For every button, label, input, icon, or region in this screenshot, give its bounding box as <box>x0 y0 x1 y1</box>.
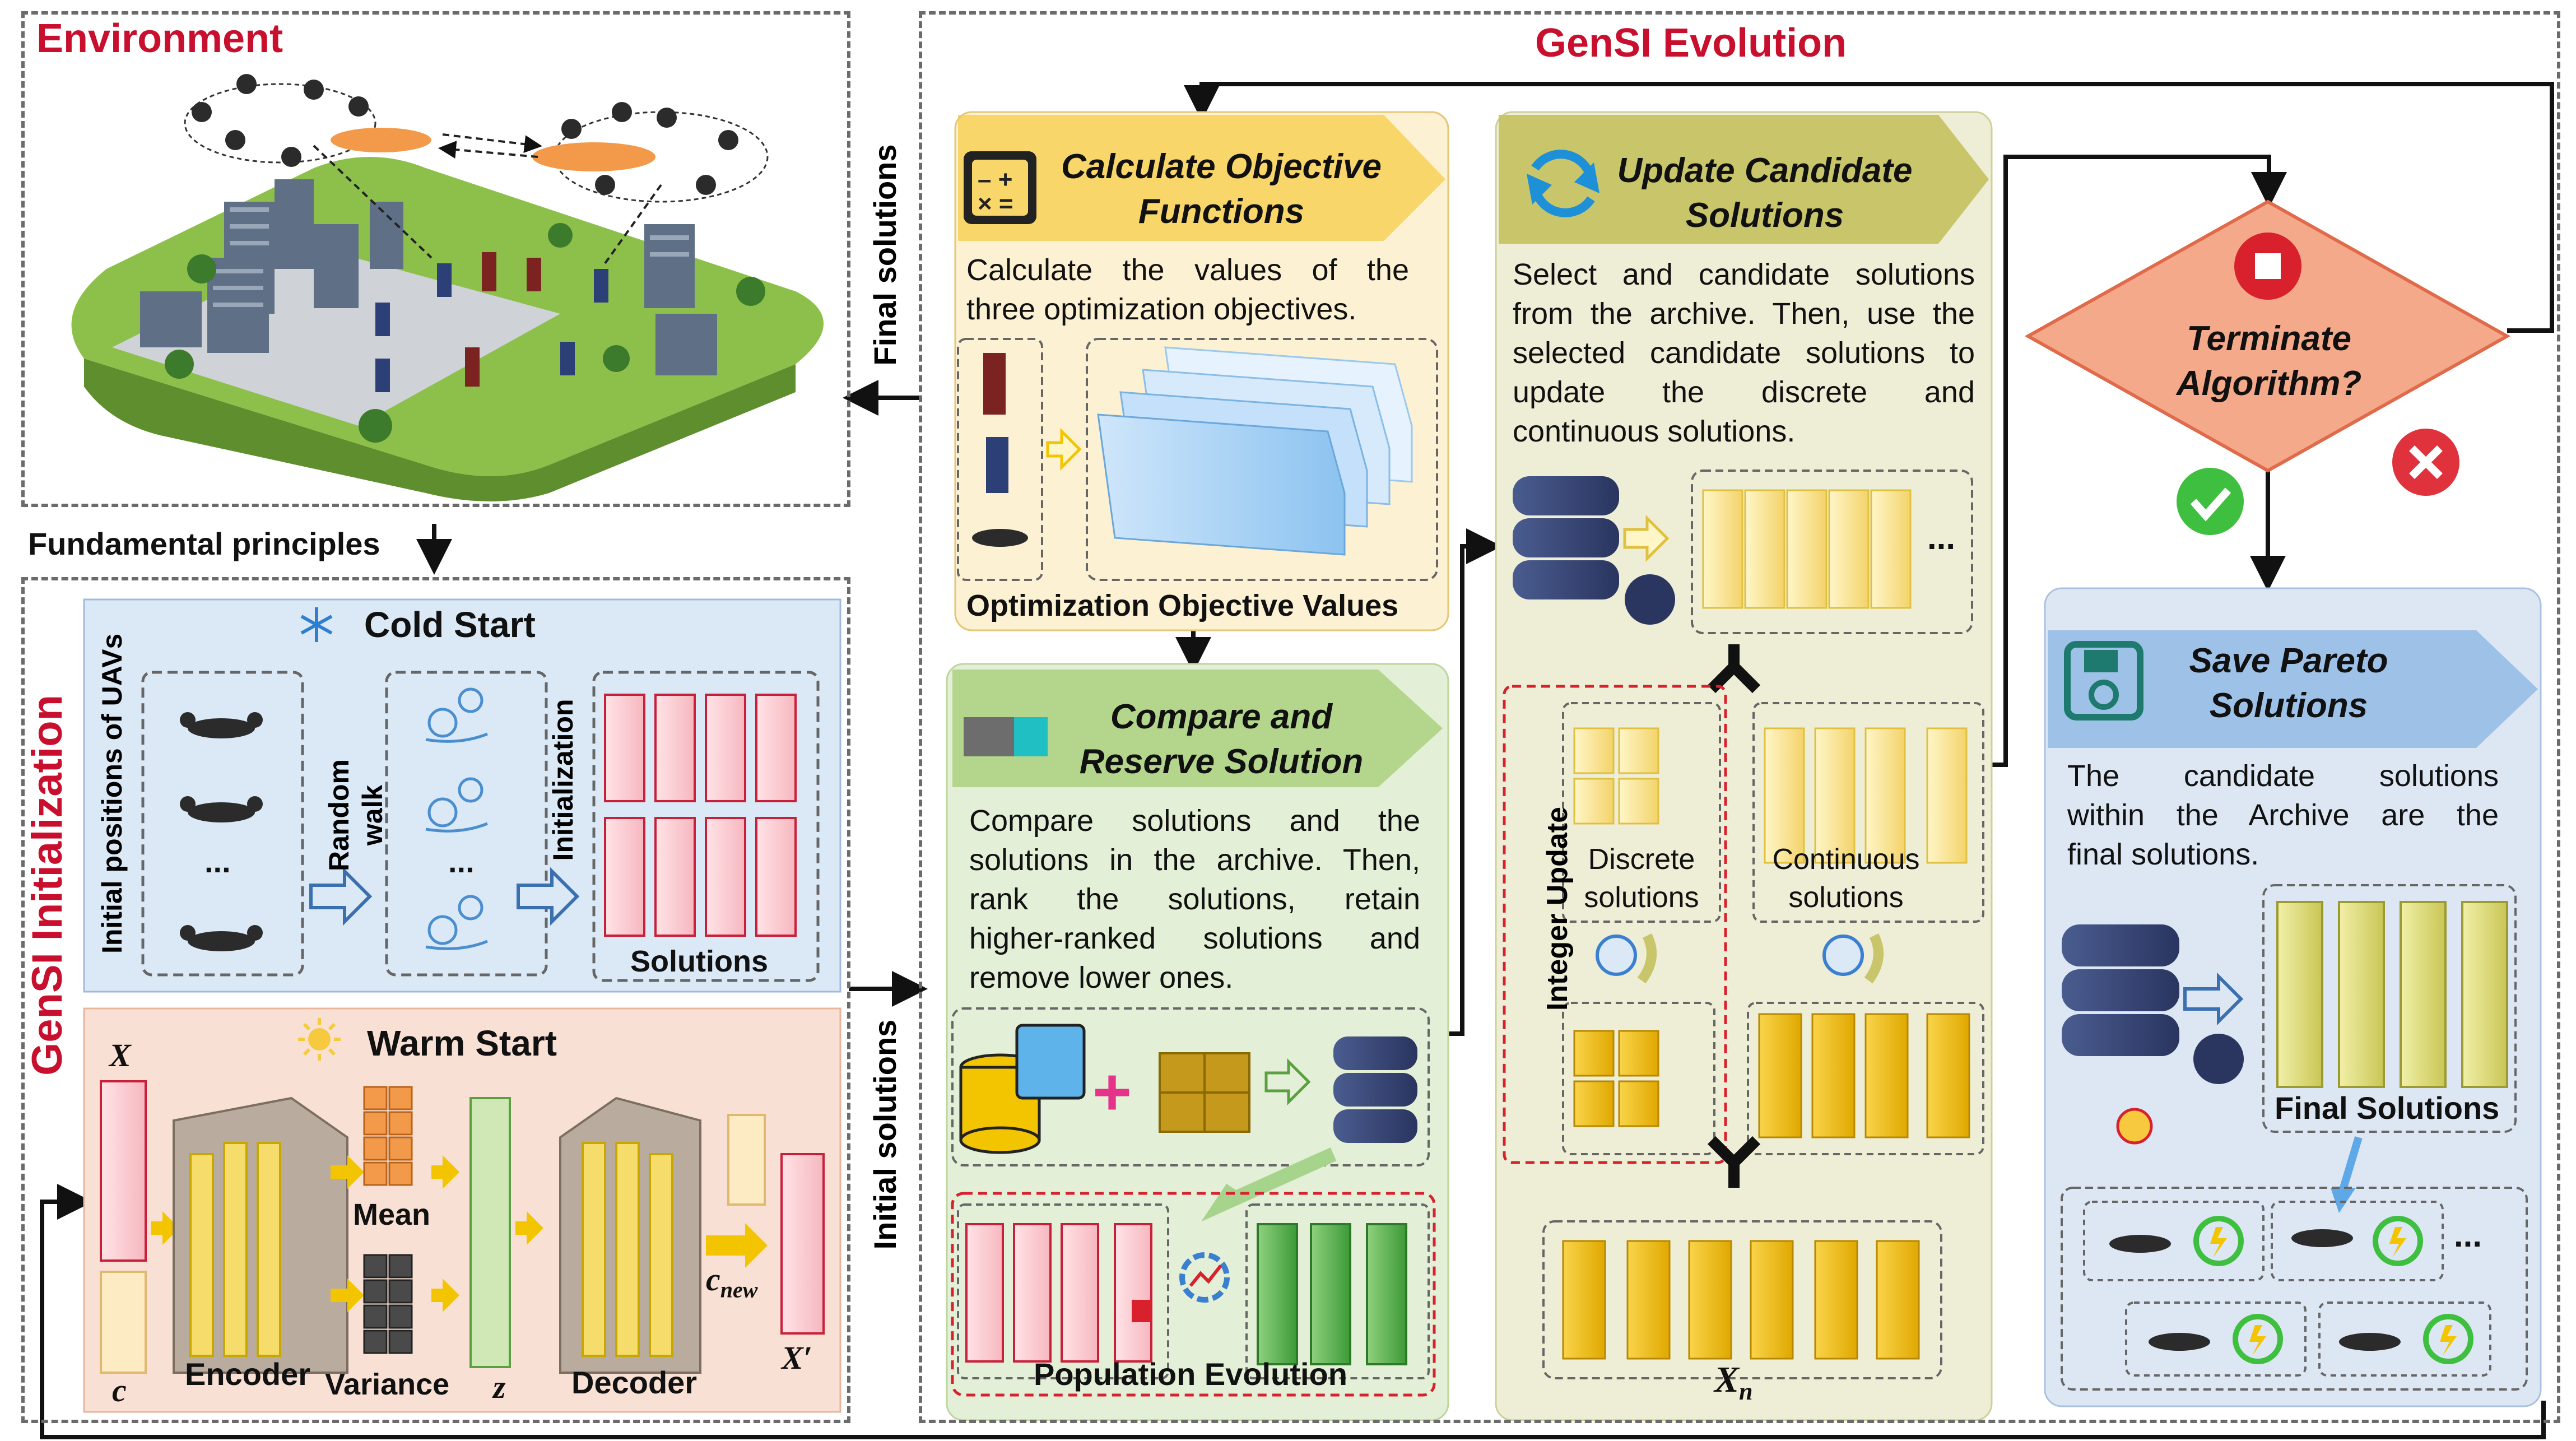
server-icon-compare <box>1333 1036 1417 1143</box>
svg-text:– +: – + <box>978 166 1012 193</box>
z-label: z <box>493 1369 506 1405</box>
cold-pin-ellipsis: ... <box>448 844 475 879</box>
environment-title: Environment <box>36 16 283 61</box>
c-label: c <box>112 1372 127 1409</box>
calculator-icon: – + × = <box>964 151 1036 224</box>
encoder-label: Encoder <box>185 1356 311 1392</box>
variance-label: Variance <box>325 1368 450 1401</box>
x-prime-label: X′ <box>782 1340 812 1376</box>
save-description: The candidate solutions within the Archi… <box>2067 759 2499 871</box>
initial-solutions-label: Initial solutions <box>867 1019 903 1250</box>
calc-description: Calculate the values of the three optimi… <box>966 253 1409 326</box>
uav-icons-cold <box>180 712 263 951</box>
check-icon <box>2177 468 2244 535</box>
cold-uav-ellipsis: ... <box>204 844 231 879</box>
candidate-bars <box>1702 489 1912 609</box>
sun-icon <box>297 1017 342 1062</box>
location-pin-icons <box>425 687 488 950</box>
server-icon-save <box>2062 924 2244 1084</box>
floppy-icon <box>2064 641 2143 720</box>
final-solutions-label-save: Final Solutions <box>2275 1090 2500 1126</box>
stop-icon <box>2255 253 2281 279</box>
evolution-title: GenSI Evolution <box>1535 21 1847 66</box>
discrete-cubes-dark <box>1573 1030 1659 1127</box>
uav-charge-icons <box>2109 1216 2473 1364</box>
initialization-label: Initialization <box>547 699 579 861</box>
random-walk-label: Random walk <box>323 759 388 871</box>
xn-bars <box>1562 1240 1920 1360</box>
final-solutions-label: Final solutions <box>867 144 903 366</box>
mean-label: Mean <box>353 1198 431 1231</box>
compare-description: Compare solutions and the solutions in t… <box>969 804 1420 994</box>
continuous-solutions-label: Continuous solutions <box>1772 843 1920 914</box>
continuous-bars-dark <box>1758 1013 1970 1138</box>
candidate-ellipsis: ... <box>1927 519 1956 556</box>
fundamental-principles-label: Fundamental principles <box>28 526 380 561</box>
objective-values-label: Optimization Objective Values <box>966 589 1399 622</box>
population-bars-green <box>1257 1223 1407 1365</box>
terminate-diamond <box>2024 199 2511 473</box>
objective-values-stack <box>1097 346 1413 556</box>
initialization-region <box>21 577 850 1423</box>
city-illustration <box>71 74 824 501</box>
environment-region <box>21 11 850 507</box>
initial-positions-label: Initial positions of UAVs <box>96 633 128 954</box>
population-bars-pink <box>965 1223 1152 1363</box>
cube-stack <box>1159 1052 1250 1133</box>
evolution-region <box>919 11 2560 1423</box>
discrete-solutions-label: Discrete solutions <box>1584 843 1699 914</box>
continuous-bars-light <box>1764 727 1968 864</box>
warm-start-title: Warm Start <box>367 1023 557 1063</box>
refresh-icon <box>1527 150 1599 217</box>
solutions-bars-cold <box>604 694 797 937</box>
save-ellipsis: ... <box>2454 1216 2482 1254</box>
flow-arrows <box>40 82 2554 1439</box>
xn-label: Xn <box>1714 1359 1753 1406</box>
update-description: Select and candidate solutions from the … <box>1513 258 1975 448</box>
svg-text:× =: × = <box>978 190 1013 217</box>
snowflake-icon <box>297 605 336 644</box>
c-new-label: cnew <box>706 1261 758 1303</box>
base-station-icons <box>375 252 608 392</box>
mean-grid <box>363 1086 413 1186</box>
svg-text:+: + <box>1092 1054 1132 1129</box>
initialization-title: GenSI Initialization <box>24 695 71 1076</box>
decoder-label: Decoder <box>571 1365 698 1400</box>
final-solutions-bars <box>2276 901 2508 1088</box>
variance-grid <box>363 1254 413 1354</box>
database-icon <box>959 1024 1086 1154</box>
server-icon-update <box>1513 476 1675 625</box>
cold-start-title: Cold Start <box>364 605 536 645</box>
population-evolution-label: Population Evolution <box>1034 1356 1347 1392</box>
x-label: X <box>109 1037 131 1073</box>
cold-solutions-label: Solutions <box>630 945 768 978</box>
discrete-cubes-light <box>1573 727 1659 825</box>
